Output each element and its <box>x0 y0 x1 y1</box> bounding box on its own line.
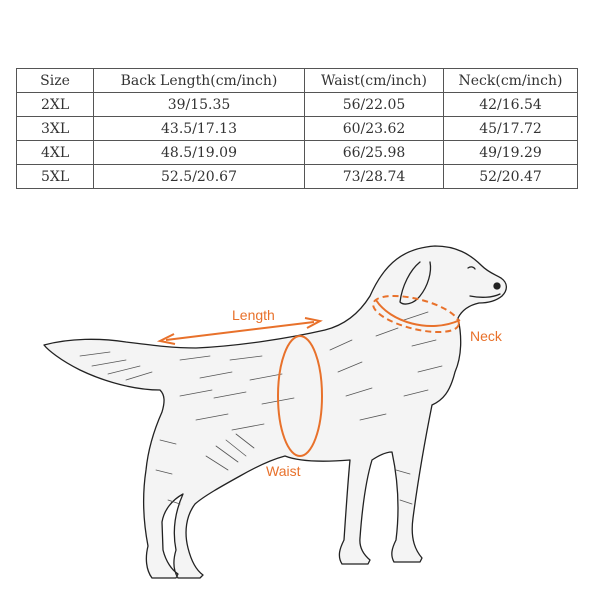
cell-back-length: 43.5/17.13 <box>93 116 305 141</box>
header-size: Size <box>16 68 94 93</box>
cell-waist: 56/22.05 <box>304 92 444 117</box>
cell-size: 2XL <box>16 92 94 117</box>
cell-size: 4XL <box>16 140 94 165</box>
cell-neck: 52/20.47 <box>443 164 578 189</box>
header-back-length: Back Length(cm/inch) <box>93 68 305 93</box>
dog-measurement-illustration: Length Waist Neck <box>43 245 508 579</box>
length-arrow-head-right <box>304 317 323 329</box>
neck-loop <box>372 294 460 334</box>
neck-label: Neck <box>470 328 503 344</box>
length-label: Length <box>232 307 275 323</box>
cell-neck: 49/19.29 <box>443 140 578 165</box>
cell-size: 3XL <box>16 116 94 141</box>
cell-neck: 45/17.72 <box>443 116 578 141</box>
dog-line-drawing <box>43 245 508 579</box>
cell-back-length: 48.5/19.09 <box>93 140 305 165</box>
cell-neck: 42/16.54 <box>443 92 578 117</box>
header-neck: Neck(cm/inch) <box>443 68 578 93</box>
header-waist: Waist(cm/inch) <box>304 68 444 93</box>
neck-loop-front <box>375 299 461 327</box>
cell-waist: 66/25.98 <box>304 140 444 165</box>
measurement-overlays <box>156 294 461 457</box>
cell-back-length: 52.5/20.67 <box>93 164 305 189</box>
waist-loop <box>277 335 323 457</box>
length-arrow-head-left <box>156 333 176 345</box>
cell-back-length: 39/15.35 <box>93 92 305 117</box>
table-row: 4XL 48.5/19.09 66/25.98 49/19.29 <box>16 140 578 165</box>
size-chart-table: Size Back Length(cm/inch) Waist(cm/inch)… <box>16 68 578 189</box>
length-arrow <box>165 321 315 341</box>
cell-waist: 60/23.62 <box>304 116 444 141</box>
cell-waist: 73/28.74 <box>304 164 444 189</box>
table-header-row: Size Back Length(cm/inch) Waist(cm/inch)… <box>16 68 578 93</box>
table-row: 5XL 52.5/20.67 73/28.74 52/20.47 <box>16 164 578 189</box>
table-row: 3XL 43.5/17.13 60/23.62 45/17.72 <box>16 116 578 141</box>
table-row: 2XL 39/15.35 56/22.05 42/16.54 <box>16 92 578 117</box>
waist-label: Waist <box>266 463 301 479</box>
cell-size: 5XL <box>16 164 94 189</box>
